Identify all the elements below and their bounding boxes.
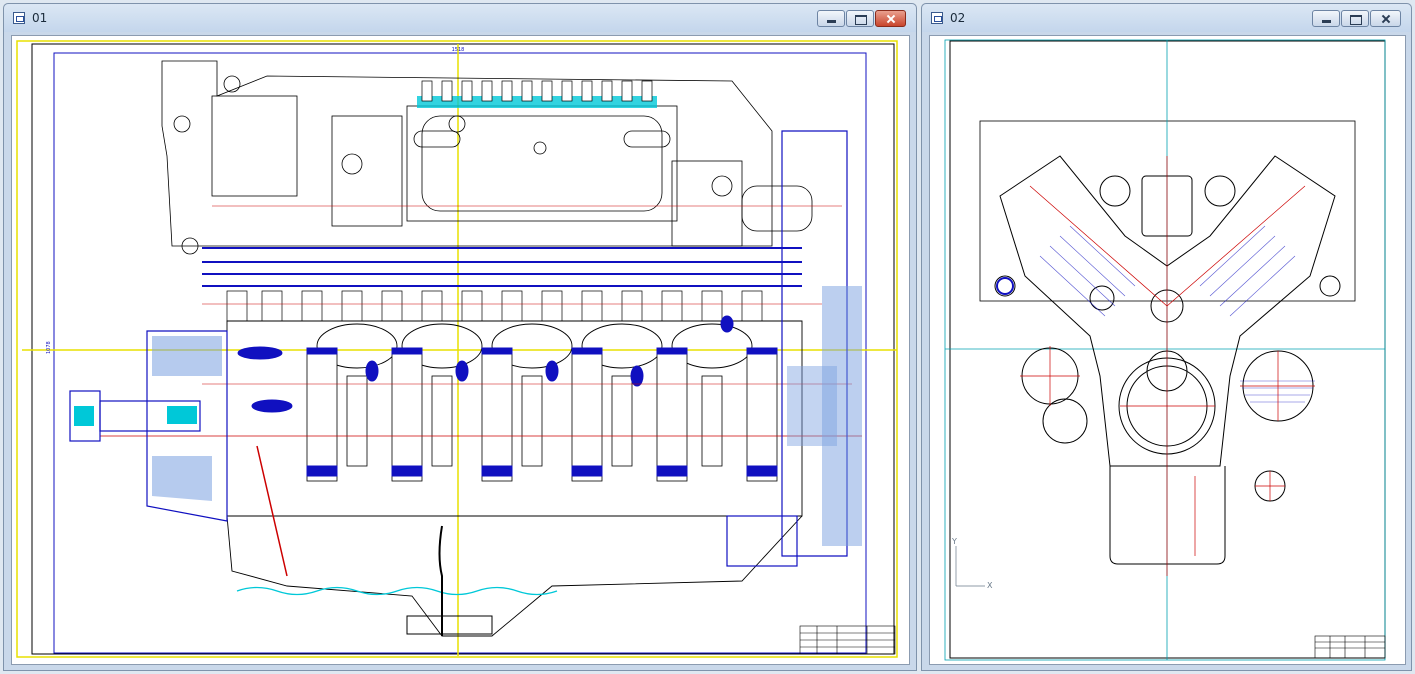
- close-button[interactable]: [1370, 10, 1401, 27]
- maximize-icon: [1342, 11, 1368, 26]
- v-block-outline: [994, 155, 1341, 565]
- window-titlebar[interactable]: 02: [922, 4, 1411, 32]
- crank-throws: [306, 350, 778, 482]
- axis-indicator: [955, 546, 985, 587]
- sheet-border: [16, 40, 898, 658]
- drawing-window-02[interactable]: 02: [921, 3, 1412, 671]
- view-boundary: [53, 52, 867, 654]
- rear-flywheel-section: [726, 130, 862, 567]
- maximize-button[interactable]: [846, 10, 874, 27]
- minimize-icon: [818, 11, 844, 26]
- title-block: [1314, 635, 1386, 659]
- bearing-shells: [237, 315, 778, 477]
- title-block: [799, 625, 896, 655]
- drawing-canvas[interactable]: X Y: [929, 35, 1406, 665]
- drawing-window-01[interactable]: 01 1518 1078: [3, 3, 917, 671]
- window-title: 01: [32, 11, 48, 25]
- document-icon[interactable]: [13, 12, 25, 24]
- centerlines: [1020, 156, 1315, 576]
- camshaft-band: [202, 247, 802, 287]
- top-dimension: 1518: [452, 47, 465, 53]
- drawing-frame: [31, 43, 895, 655]
- axis-x-label: X: [987, 581, 993, 590]
- minimize-button[interactable]: [817, 10, 845, 27]
- close-button[interactable]: [875, 10, 906, 27]
- minimize-button[interactable]: [1312, 10, 1340, 27]
- close-icon: [1371, 11, 1400, 26]
- engine-front-view-drawing: X Y: [944, 39, 1386, 661]
- drawing-frame: [949, 40, 1386, 659]
- maximize-button[interactable]: [1341, 10, 1369, 27]
- drawing-canvas[interactable]: 1518 1078: [11, 35, 910, 665]
- close-icon: [876, 11, 905, 26]
- section-hatching: [1039, 225, 1315, 403]
- valve-row: [417, 80, 657, 108]
- side-dimension: 1078: [46, 341, 52, 354]
- axis-y-label: Y: [951, 537, 957, 546]
- window-title: 02: [950, 11, 966, 25]
- document-icon[interactable]: [931, 12, 943, 24]
- window-titlebar[interactable]: 01: [4, 4, 916, 32]
- front-cover-section: [69, 330, 228, 522]
- maximize-icon: [847, 11, 873, 26]
- minimize-icon: [1313, 11, 1339, 26]
- view-boundary: [979, 120, 1356, 302]
- engine-side-section-drawing: 1518 1078: [16, 40, 898, 658]
- oil-level-line: [236, 586, 558, 596]
